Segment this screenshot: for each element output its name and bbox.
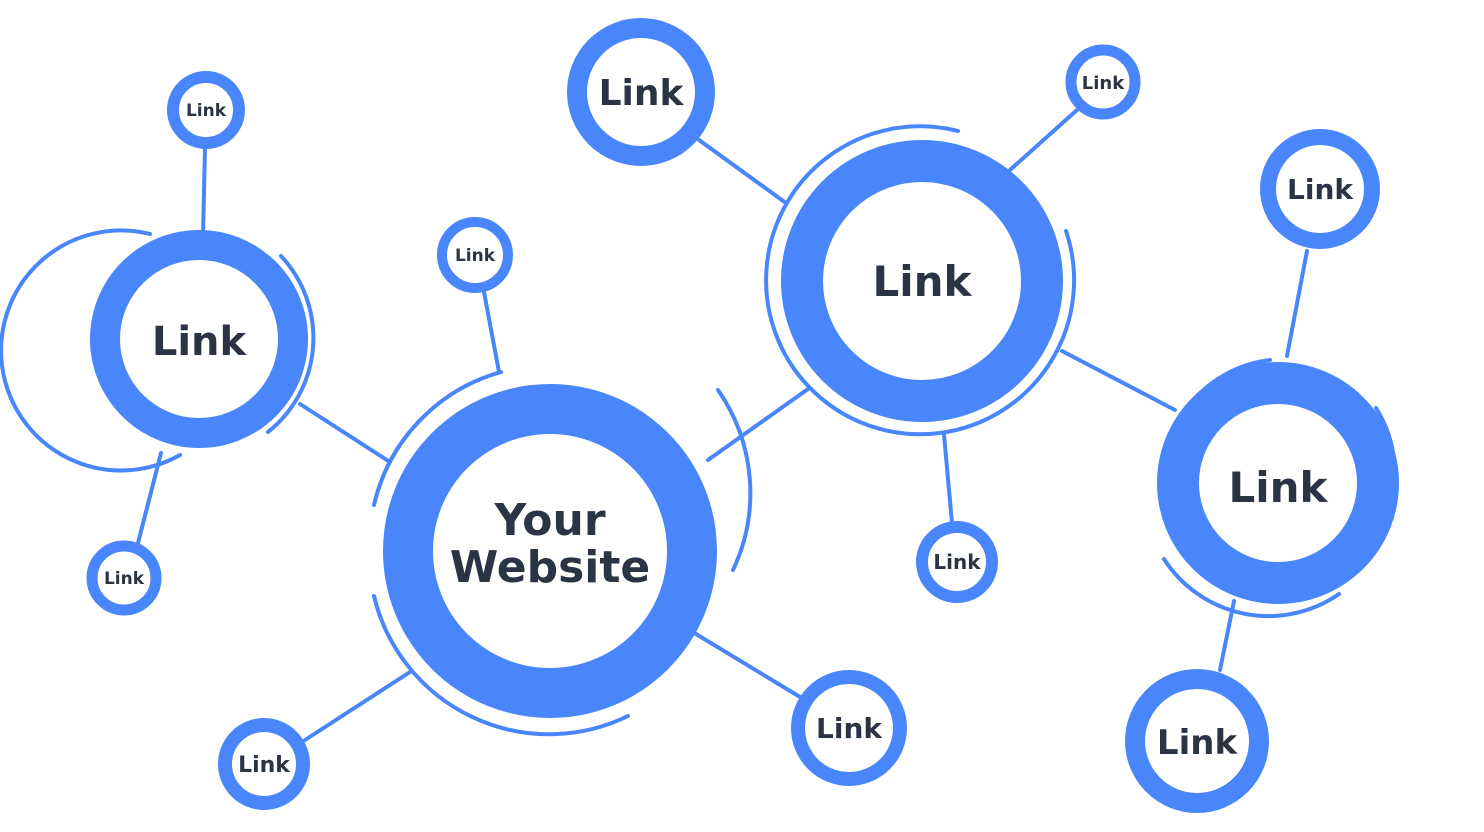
link-node-left-bottom[interactable]: Link — [86, 540, 162, 616]
connector-line — [706, 387, 810, 462]
connector-line — [942, 433, 954, 525]
link-label: Link — [873, 257, 973, 306]
link-node-hub-top[interactable]: Link — [437, 217, 513, 293]
link-node-hub-bottom-right[interactable]: Link — [791, 670, 907, 786]
hub-node[interactable]: Your Website — [383, 384, 717, 718]
connector-line — [694, 632, 802, 699]
connector-line — [1285, 249, 1309, 358]
orbit-arc — [0, 228, 182, 473]
link-node-mid-main[interactable]: Link — [781, 140, 1063, 422]
link-label: Link — [816, 712, 883, 745]
link-label: Link — [186, 101, 227, 121]
orbit-arc — [372, 594, 630, 737]
orbit-arc — [266, 254, 316, 434]
link-label: Link — [1157, 723, 1239, 763]
link-node-right-main[interactable]: Link — [1157, 362, 1399, 604]
orbit-arc — [372, 370, 503, 507]
link-label: Link — [455, 246, 496, 266]
link-label: Link — [1287, 173, 1354, 206]
link-node-hub-bottom-left[interactable]: Link — [218, 718, 310, 810]
link-label: Link — [1229, 463, 1329, 512]
connector-line — [1008, 108, 1079, 172]
link-label: Link — [104, 569, 145, 589]
link-label: Link — [152, 319, 248, 365]
connector-line — [201, 146, 207, 237]
link-node-mid-bottom[interactable]: Link — [916, 521, 998, 603]
connector-line — [136, 451, 163, 545]
link-node-right-top[interactable]: Link — [1260, 129, 1380, 249]
link-node-left-main[interactable]: Link — [90, 230, 308, 448]
link-node-mid-top-left[interactable]: Link — [567, 18, 715, 166]
link-label: Link — [238, 753, 291, 778]
link-node-left-top[interactable]: Link — [167, 71, 245, 149]
link-node-right-bottom[interactable]: Link — [1125, 669, 1269, 813]
link-label: Link — [933, 550, 981, 574]
hub-label-line2: Website — [450, 542, 650, 593]
link-label: Link — [599, 73, 685, 114]
link-node-mid-top-right[interactable]: Link — [1065, 44, 1141, 120]
hub-label-line1: Your — [493, 495, 605, 546]
connector-line — [303, 670, 412, 742]
connector-line — [482, 290, 501, 374]
link-label: Link — [1082, 73, 1125, 94]
orbit-arc — [716, 388, 753, 572]
connector-lines — [136, 108, 1309, 742]
connector-line — [298, 402, 392, 464]
orbit-arc — [1162, 557, 1341, 619]
orbit-arc — [764, 124, 1077, 437]
connector-line — [697, 138, 788, 205]
connector-line — [1060, 349, 1177, 412]
